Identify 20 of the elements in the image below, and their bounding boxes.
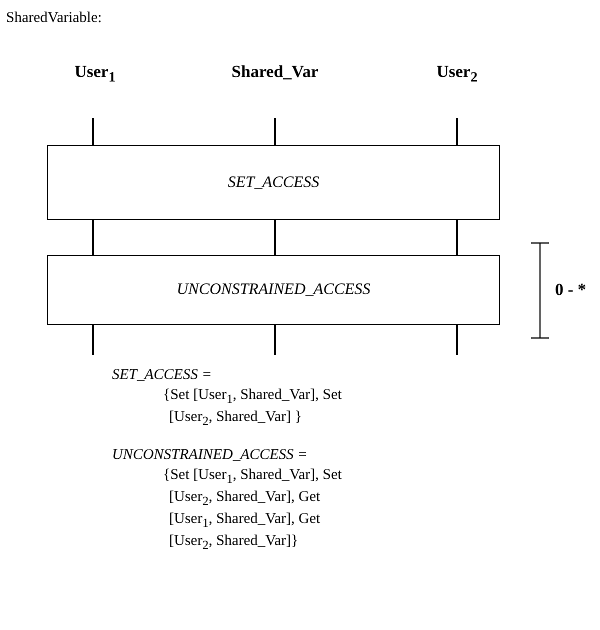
definition-text: {Set [User$_{1}$, Shared_Var], Set [User$_{2}$, Shared_Var] } — [163, 386, 343, 430]
lifeline — [456, 325, 458, 355]
process-box: SET_ACCESS — [47, 145, 500, 220]
lifeline — [274, 220, 276, 255]
participant-label: User$_{2}$ — [387, 62, 527, 86]
process-box: UNCONSTRAINED_ACCESS — [47, 255, 500, 325]
definition-heading: UNCONSTRAINED_ACCESS = — [112, 446, 309, 464]
multiplicity-label: 0 - * — [555, 280, 586, 300]
definition-text: {Set [User$_{1}$, Shared_Var], Set [User$_{2}$, Shared_Var], Get [User$_{1}$, Shared_Var], Get [User$_{2}$, Shared_Var]} — [163, 466, 343, 554]
lifeline — [274, 325, 276, 355]
definition-heading: SET_ACCESS = — [112, 366, 213, 384]
lifeline — [456, 220, 458, 255]
lifeline — [92, 220, 94, 255]
lifeline — [274, 118, 276, 145]
participant-label: Shared_Var — [205, 62, 345, 86]
lifeline — [456, 118, 458, 145]
lifeline — [92, 325, 94, 355]
participant-label: User$_{1}$ — [25, 62, 165, 86]
diagram-title: SharedVariable: — [6, 10, 102, 27]
lifeline — [92, 118, 94, 145]
